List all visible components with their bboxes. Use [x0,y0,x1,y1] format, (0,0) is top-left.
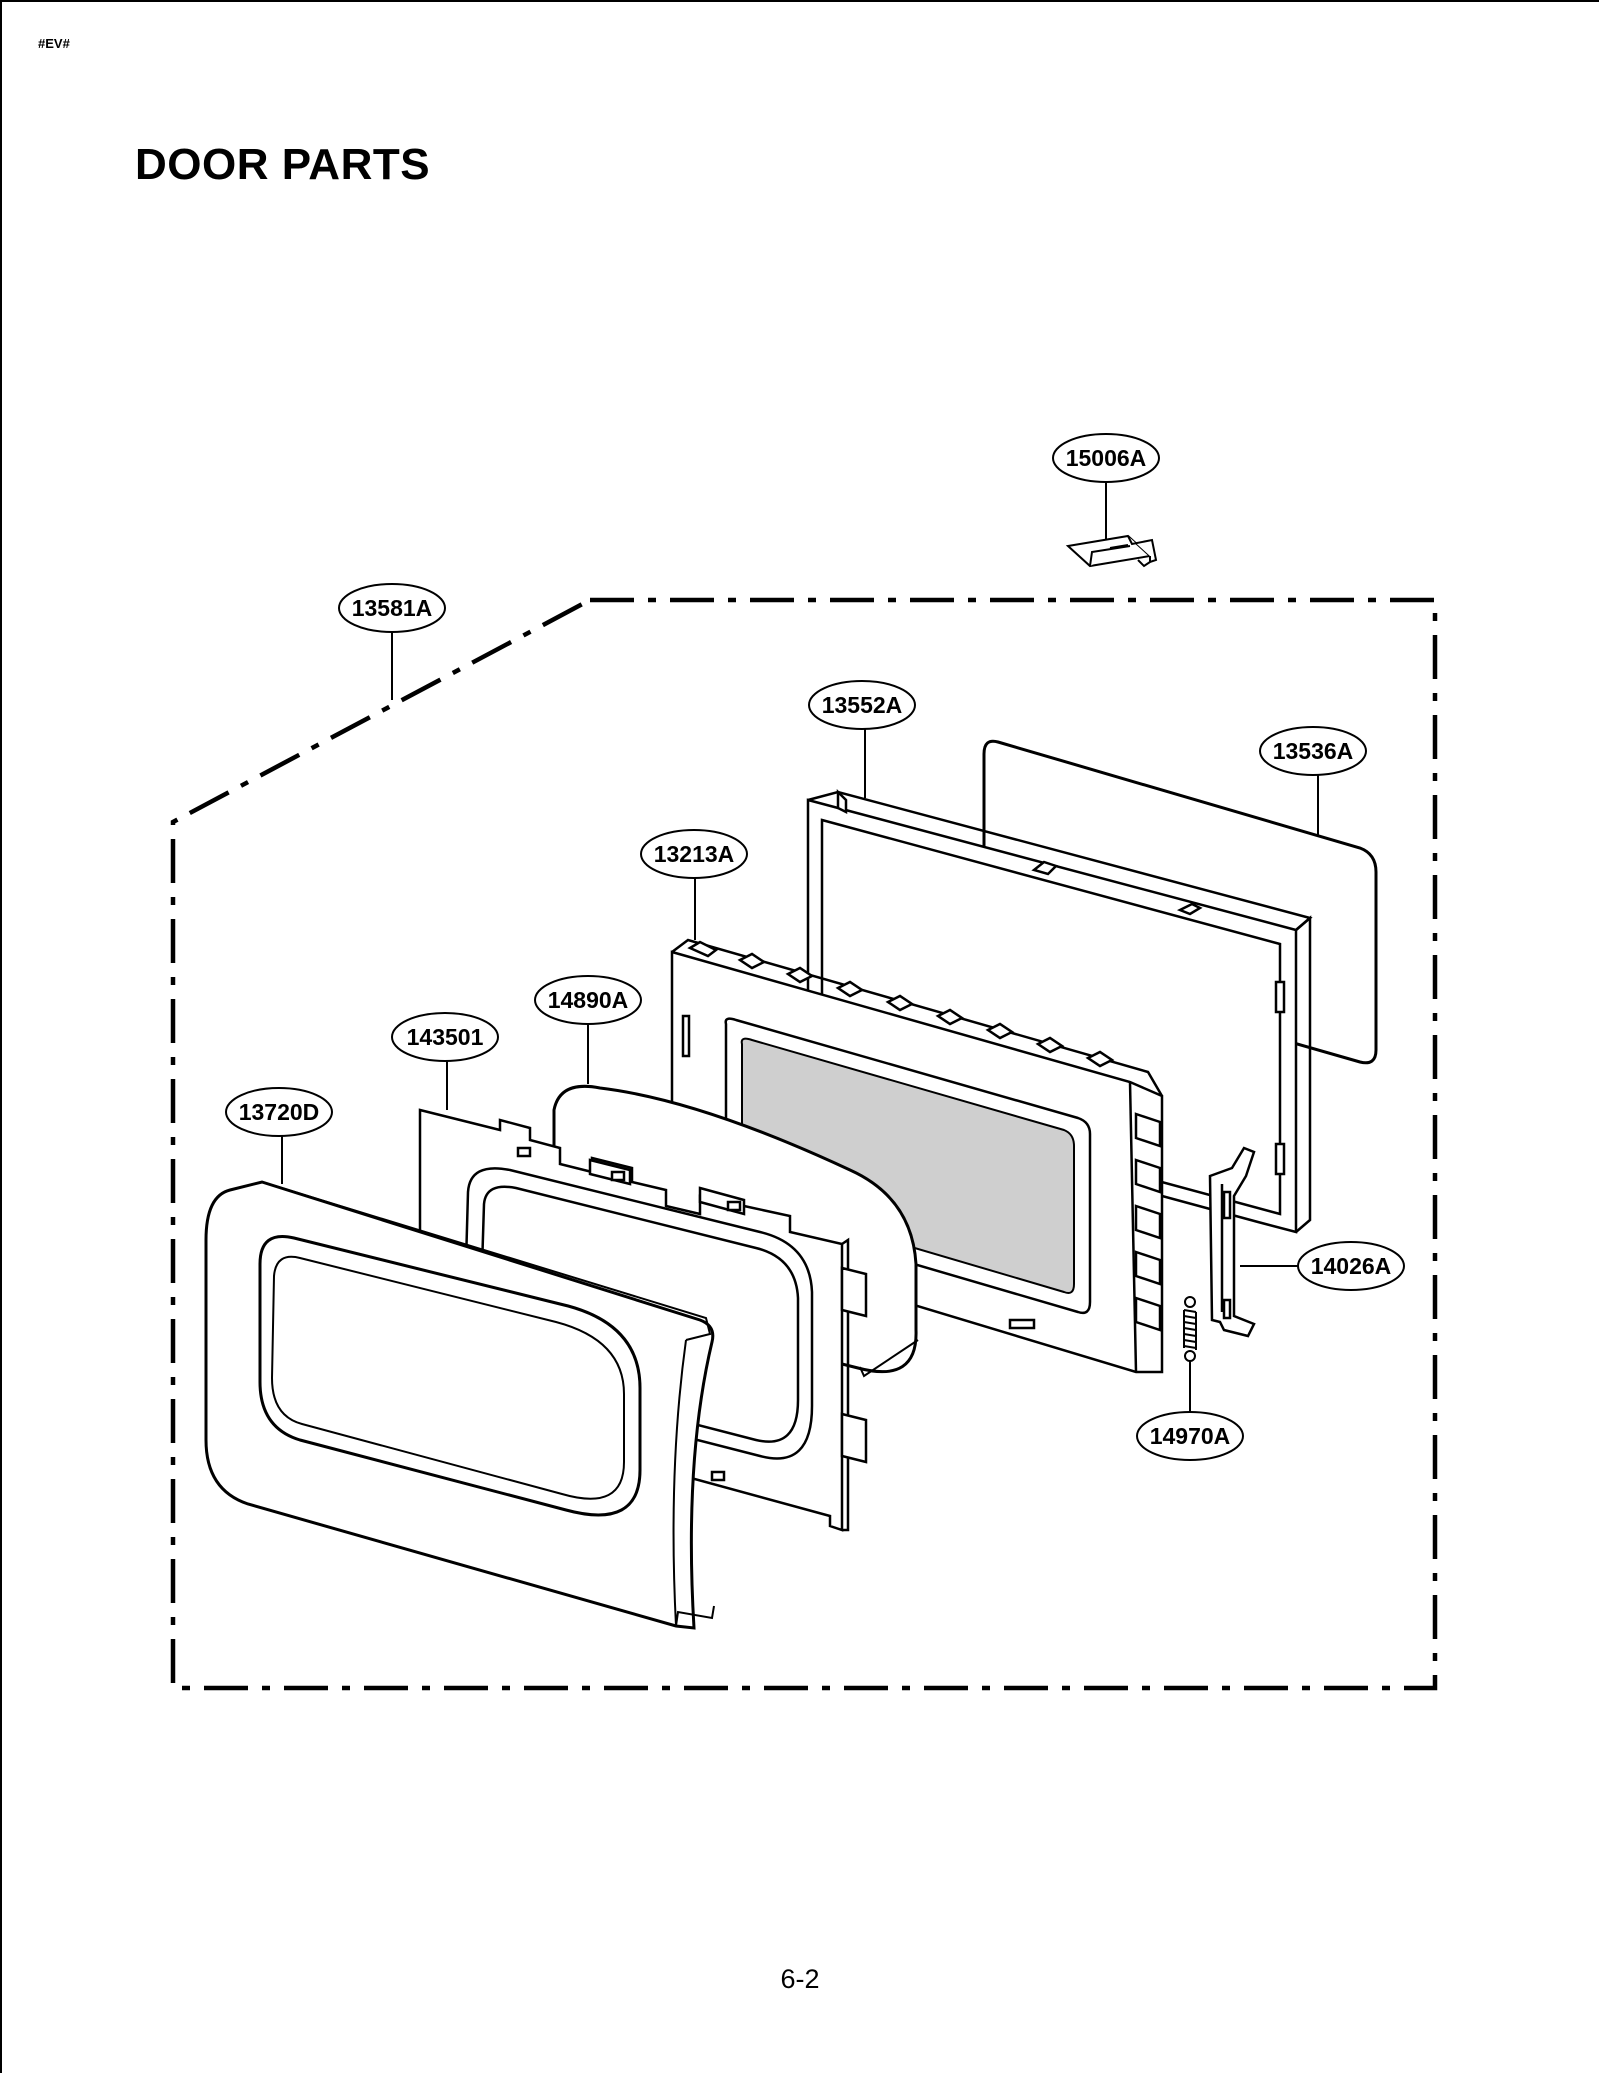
latch-clip-part [1065,534,1158,568]
callout-label: 14890A [548,987,629,1013]
callout-label: 13536A [1273,738,1354,764]
document-code: #EV# [38,36,70,51]
callout-label: 14970A [1150,1423,1231,1449]
callout-14970A: 14970A [1136,1411,1244,1461]
callout-13581A: 13581A [338,583,446,633]
callout-label: 14026A [1311,1253,1392,1279]
callout-14026A: 14026A [1297,1241,1405,1291]
callout-143501: 143501 [391,1012,499,1062]
spring-part [1183,1296,1197,1362]
callout-13552A: 13552A [808,680,916,730]
leader-lines [281,482,1319,1412]
assembly-boundary [170,597,1438,1691]
callout-label: 13213A [654,841,735,867]
callout-14890A: 14890A [534,975,642,1025]
callout-13213A: 13213A [640,829,748,879]
door-hook-part [1208,1146,1256,1338]
callout-15006A: 15006A [1052,433,1160,483]
callout-label: 13581A [352,595,433,621]
callout-label: 13552A [822,692,903,718]
callout-13720D: 13720D [225,1087,333,1137]
callout-label: 143501 [407,1024,484,1050]
callout-label: 13720D [239,1099,320,1125]
door-front-part [204,1180,715,1630]
callout-13536A: 13536A [1259,726,1367,776]
callout-label: 15006A [1066,445,1147,471]
page-title: DOOR PARTS [135,140,431,189]
page-number: 6-2 [780,1964,820,1994]
